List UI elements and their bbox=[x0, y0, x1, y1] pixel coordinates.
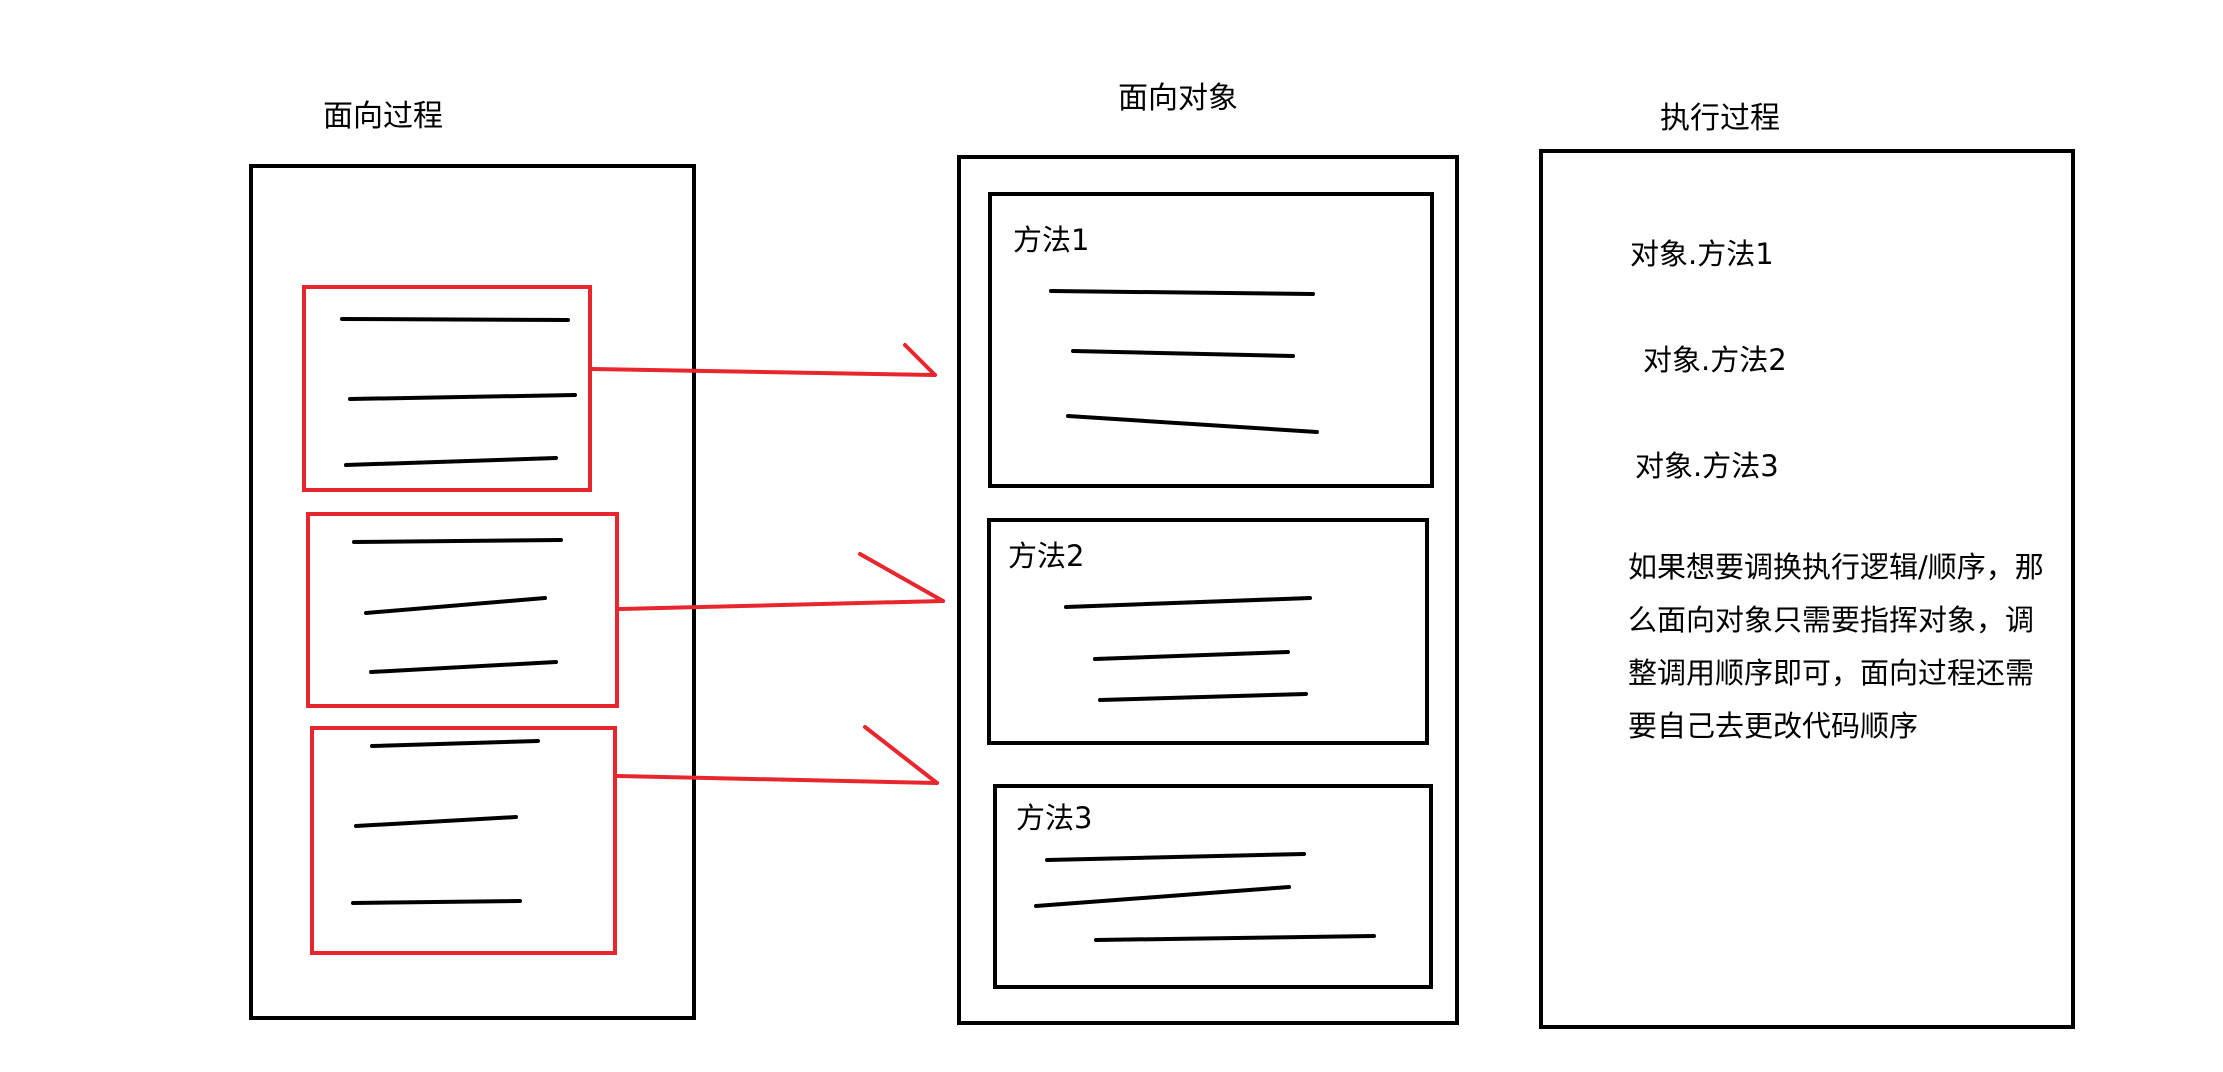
execution-container bbox=[1539, 149, 2075, 1029]
code-line bbox=[1045, 852, 1306, 862]
code-line bbox=[354, 815, 518, 828]
method-box-1 bbox=[988, 192, 1434, 488]
code-line bbox=[364, 596, 547, 615]
code-line bbox=[1093, 650, 1290, 661]
code-line bbox=[369, 660, 558, 674]
arrow-2 bbox=[617, 552, 945, 611]
heading-object-oriented: 面向对象 bbox=[1118, 81, 1238, 116]
code-line bbox=[344, 456, 558, 467]
code-line bbox=[1094, 934, 1376, 942]
note-line-3: 整调用顺序即可，面向过程还需 bbox=[1628, 656, 2034, 690]
code-line bbox=[1071, 349, 1295, 358]
note-line-1: 如果想要调换执行逻辑/顺序，那 bbox=[1628, 550, 2044, 584]
call-1: 对象.方法1 bbox=[1630, 237, 1774, 271]
call-3: 对象.方法3 bbox=[1635, 449, 1779, 483]
procedural-block-1 bbox=[302, 285, 592, 492]
procedural-block-2 bbox=[306, 512, 619, 708]
method-box-3 bbox=[993, 784, 1433, 989]
code-line bbox=[340, 317, 570, 322]
heading-procedural: 面向过程 bbox=[323, 99, 443, 134]
procedural-container bbox=[249, 164, 696, 1020]
heading-execution: 执行过程 bbox=[1660, 101, 1780, 136]
code-line bbox=[1066, 414, 1319, 434]
object-container bbox=[957, 155, 1459, 1025]
method-label-1: 方法1 bbox=[1013, 223, 1089, 257]
code-line bbox=[370, 739, 540, 748]
code-line bbox=[1034, 885, 1291, 908]
note-line-4: 要自己去更改代码顺序 bbox=[1628, 709, 1918, 743]
code-line bbox=[1064, 596, 1312, 609]
code-line bbox=[1049, 289, 1315, 296]
procedural-block-3 bbox=[310, 726, 617, 955]
code-line bbox=[351, 899, 522, 905]
method-box-2 bbox=[987, 518, 1429, 745]
code-line bbox=[348, 393, 577, 401]
code-line bbox=[1098, 692, 1308, 702]
method-label-2: 方法2 bbox=[1008, 539, 1084, 573]
call-2: 对象.方法2 bbox=[1643, 343, 1787, 377]
arrow-1 bbox=[590, 343, 937, 377]
code-line bbox=[352, 538, 563, 544]
method-label-3: 方法3 bbox=[1016, 801, 1092, 835]
arrow-3 bbox=[615, 725, 939, 785]
note-line-2: 么面向对象只需要指挥对象，调 bbox=[1628, 603, 2034, 637]
